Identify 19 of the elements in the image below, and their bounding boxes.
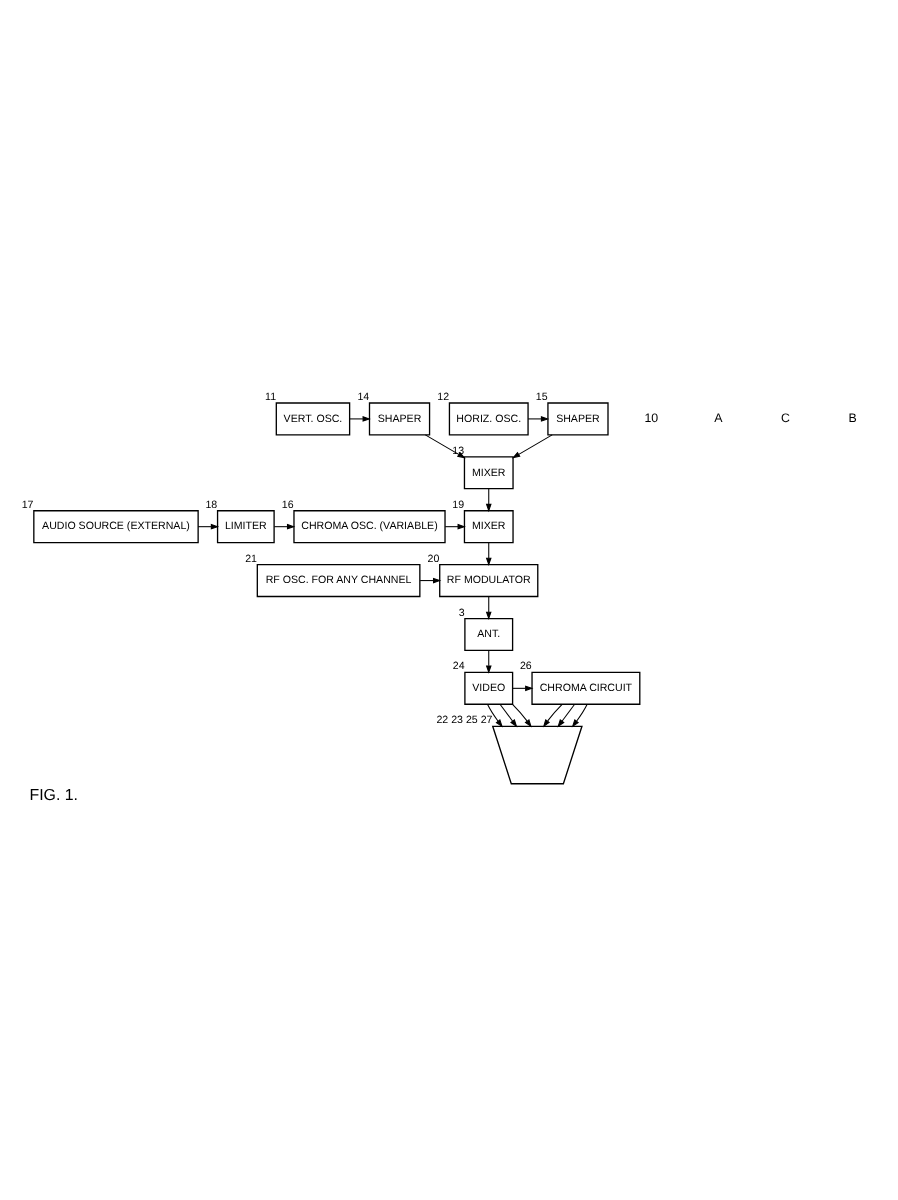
arrow [424, 434, 466, 459]
arrow [349, 416, 371, 422]
arrow [486, 703, 503, 728]
arrow [557, 703, 576, 728]
arrow [485, 488, 492, 513]
caption: FIG. 1. [29, 785, 78, 804]
arrow [197, 523, 220, 530]
arrow [571, 703, 588, 728]
arrow [542, 703, 563, 728]
arrow [273, 523, 296, 530]
arrow [527, 416, 550, 422]
arrow [485, 649, 492, 674]
arrow [419, 577, 442, 584]
arrow [512, 703, 532, 728]
arrow [499, 703, 518, 728]
arrow [511, 434, 553, 459]
arrow [485, 542, 492, 567]
node-tube [491, 725, 583, 785]
arrow [485, 596, 492, 620]
